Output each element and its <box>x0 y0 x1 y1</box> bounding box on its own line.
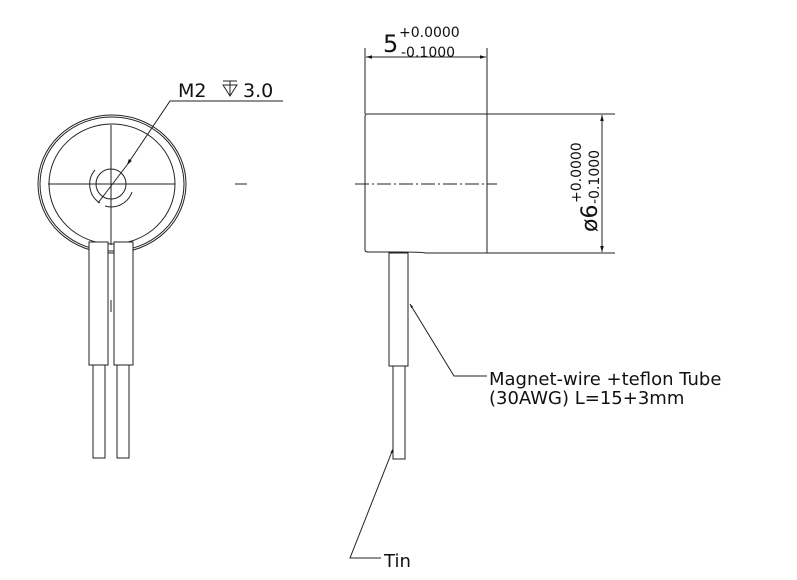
tinned-wire <box>392 365 406 460</box>
front-view <box>37 100 283 459</box>
wire-leader <box>409 303 487 377</box>
tin-leader <box>349 448 394 559</box>
side-view <box>349 48 615 559</box>
depth-icon <box>222 80 238 97</box>
lead-tube-right <box>113 241 134 366</box>
outer-rim-inner-edge <box>39 116 185 252</box>
thread-leader <box>126 100 283 166</box>
body-outline <box>364 113 615 254</box>
diameter-upper-tol: +0.0000 <box>569 142 585 203</box>
wire-note-line1: Magnet-wire +teflon Tube <box>489 369 721 390</box>
thread-arc <box>104 191 133 208</box>
length-lower-tol: -0.1000 <box>401 45 455 61</box>
outer-rim <box>37 114 187 254</box>
wire-note-line2: (30AWG) L=15+3mm <box>489 388 684 409</box>
wire-right <box>116 364 130 459</box>
thread-depth: 3.0 <box>243 80 273 102</box>
diameter-lower-tol: -0.1000 <box>587 150 603 204</box>
diameter-nominal: ø6 <box>578 205 603 232</box>
lead-tube-left <box>88 241 109 366</box>
diameter-dim-label: ø6 +0.0000 -0.1000 <box>569 142 603 232</box>
thread-leader-extension <box>97 164 128 204</box>
lead-tube <box>388 252 409 367</box>
length-upper-tol: +0.0000 <box>399 25 460 41</box>
thread-spec: M2 <box>178 80 206 102</box>
tin-note: Tin <box>383 551 411 572</box>
length-nominal: 5 <box>383 30 398 58</box>
thread-arc <box>89 169 101 204</box>
wire-left <box>92 364 106 459</box>
